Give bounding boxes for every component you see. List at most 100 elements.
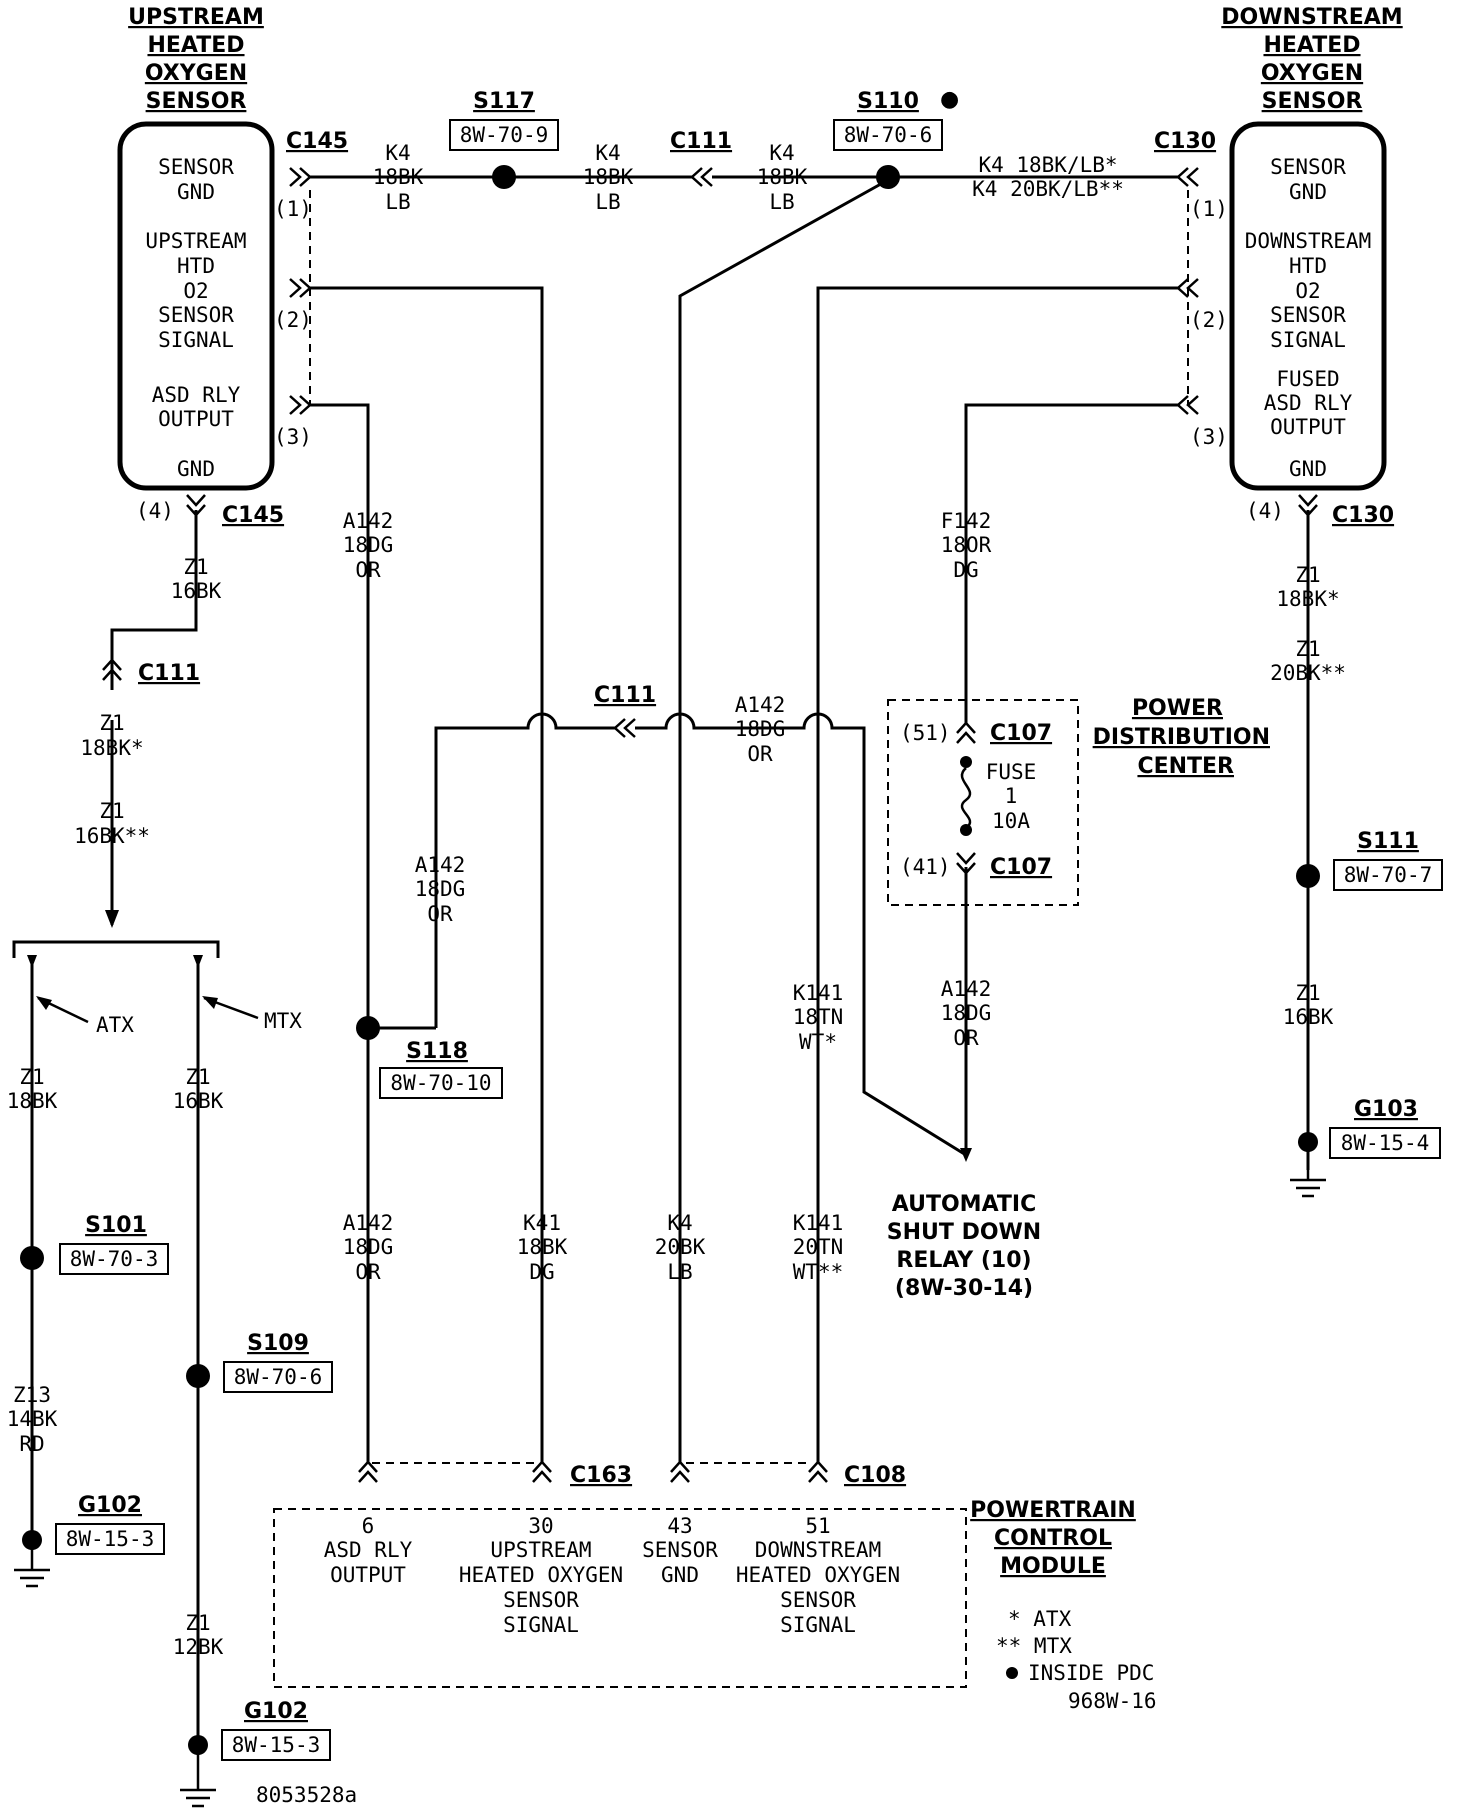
wire-label-z13: Z13 14BK RD [7, 1383, 58, 1456]
c107-bot-label: C107 [990, 855, 1052, 880]
svg-text:FUSE: FUSE [986, 760, 1037, 784]
wire-label-pcm-k41: K41 18BK DG [517, 1211, 568, 1284]
wire-a142-horizontal [434, 712, 967, 1157]
g102b-label: G102 [244, 1699, 308, 1724]
svg-text:18DG: 18DG [415, 877, 466, 901]
svg-text:MODULE: MODULE [1000, 1554, 1106, 1579]
svg-text:16BK: 16BK [1283, 1005, 1334, 1029]
svg-text:K141: K141 [793, 1211, 844, 1235]
c111-mid-glyph [613, 718, 636, 738]
g103-label: G103 [1354, 1097, 1418, 1122]
svg-text:POWER: POWER [1132, 696, 1223, 721]
fuse-terminal-top [960, 756, 972, 768]
svg-text:SENSOR: SENSOR [1270, 303, 1346, 327]
c130-pin2 [1176, 278, 1199, 298]
splice-s109 [186, 1364, 210, 1388]
c130-pin4-num: (4) [1246, 499, 1284, 523]
svg-text:FUSED: FUSED [1276, 367, 1339, 391]
c108-pin43 [670, 1460, 690, 1483]
svg-text:ASD RLY: ASD RLY [152, 383, 241, 407]
svg-text:** MTX: ** MTX [996, 1634, 1072, 1658]
wire-label-z1-r3: Z1 16BK [1283, 981, 1334, 1029]
svg-text:SENSOR: SENSOR [146, 89, 247, 114]
svg-text:18DG: 18DG [735, 717, 786, 741]
svg-text:51: 51 [805, 1514, 830, 1538]
svg-text:14BK: 14BK [7, 1407, 58, 1431]
fuse-terminal-bottom [960, 824, 972, 836]
c130-pin1-num: (1) [1190, 197, 1228, 221]
svg-text:HEATED OXYGEN: HEATED OXYGEN [736, 1563, 900, 1587]
s110-label: S110 [857, 89, 919, 114]
s117-label: S117 [473, 89, 535, 114]
svg-text:DOWNSTREAM: DOWNSTREAM [1245, 229, 1371, 253]
c163-pin6 [358, 1460, 378, 1483]
pcm-box [273, 1508, 967, 1688]
c145-top-label: C145 [286, 129, 348, 154]
c145-pin2 [289, 278, 312, 298]
g103-ref-box [1329, 1127, 1441, 1159]
svg-text:Z1: Z1 [185, 1065, 210, 1089]
svg-text:OR: OR [747, 742, 773, 766]
svg-text:DG: DG [953, 558, 978, 582]
pcm-title: POWERTRAIN CONTROL MODULE [970, 1498, 1136, 1579]
svg-text:HEATED OXYGEN: HEATED OXYGEN [459, 1563, 623, 1587]
svg-text:F142: F142 [941, 509, 992, 533]
upstream-sensor-box [117, 121, 275, 491]
svg-text:INSIDE PDC: INSIDE PDC [1028, 1661, 1154, 1685]
splice-s110 [876, 165, 900, 189]
relay-arrow [960, 1148, 972, 1162]
g102a-ref-box [55, 1523, 165, 1555]
svg-text:18DG: 18DG [343, 533, 394, 557]
svg-text:UPSTREAM: UPSTREAM [128, 5, 264, 30]
svg-text:SENSOR: SENSOR [780, 1588, 856, 1612]
wire-label-z1-a: Z1 16BK [171, 555, 222, 603]
s118-ref: 8W-70-10 [390, 1071, 491, 1095]
svg-text:K41: K41 [523, 1211, 561, 1235]
s109-ref-box [223, 1361, 333, 1393]
svg-text:DOWNSTREAM: DOWNSTREAM [1221, 5, 1402, 30]
svg-text:RELAY (10): RELAY (10) [896, 1248, 1031, 1273]
pdc-box [887, 699, 1079, 906]
mtx-tip [193, 955, 203, 968]
svg-text:UPSTREAM: UPSTREAM [490, 1538, 591, 1562]
z1-arrow [105, 910, 119, 928]
c145-pin1 [289, 167, 312, 187]
downstream-sensor-box [1229, 121, 1387, 491]
c163-pin30 [532, 1460, 552, 1483]
svg-text:6: 6 [362, 1514, 375, 1538]
svg-text:HEATED: HEATED [147, 33, 244, 58]
svg-text:A142: A142 [343, 1211, 394, 1235]
svg-text:OUTPUT: OUTPUT [330, 1563, 406, 1587]
c108-label: C108 [844, 1463, 906, 1488]
svg-text:HTD: HTD [1289, 254, 1327, 278]
svg-text:K4: K4 [385, 141, 410, 165]
svg-text:43: 43 [667, 1514, 692, 1538]
wire-label-k4-b: K4 18BK LB [583, 141, 634, 214]
c111-top-glyph [690, 167, 713, 187]
wire-label-z1-r2: Z1 20BK** [1270, 637, 1346, 685]
s101-label: S101 [85, 1213, 147, 1238]
svg-text:20BK**: 20BK** [1270, 661, 1346, 685]
svg-text:OR: OR [355, 558, 381, 582]
splice-s101 [20, 1246, 44, 1270]
svg-text:SHUT DOWN: SHUT DOWN [887, 1220, 1041, 1245]
svg-text:Z1: Z1 [183, 555, 208, 579]
svg-text:WT**: WT** [793, 1260, 844, 1284]
svg-text:GND: GND [1289, 457, 1327, 481]
svg-text:SENSOR: SENSOR [1262, 89, 1363, 114]
svg-text:Z13: Z13 [13, 1383, 51, 1407]
ground-g103-icon [1290, 1142, 1326, 1198]
mtx-label: MTX [264, 1009, 302, 1033]
svg-text:ASD RLY: ASD RLY [324, 1538, 413, 1562]
svg-text:Z1: Z1 [1295, 563, 1320, 587]
wire-label-pcm-k4: K4 20BK LB [655, 1211, 706, 1284]
legend: * ATX ** MTX INSIDE PDC 968W-16 [996, 1607, 1157, 1713]
svg-text:UPSTREAM: UPSTREAM [145, 229, 246, 253]
atx-tip [27, 955, 37, 968]
svg-text:ASD RLY: ASD RLY [1264, 391, 1353, 415]
s110-ref-box [833, 119, 943, 151]
splice-s117 [492, 165, 516, 189]
svg-text:10A: 10A [992, 809, 1030, 833]
c130-bot-glyph [1298, 494, 1318, 517]
